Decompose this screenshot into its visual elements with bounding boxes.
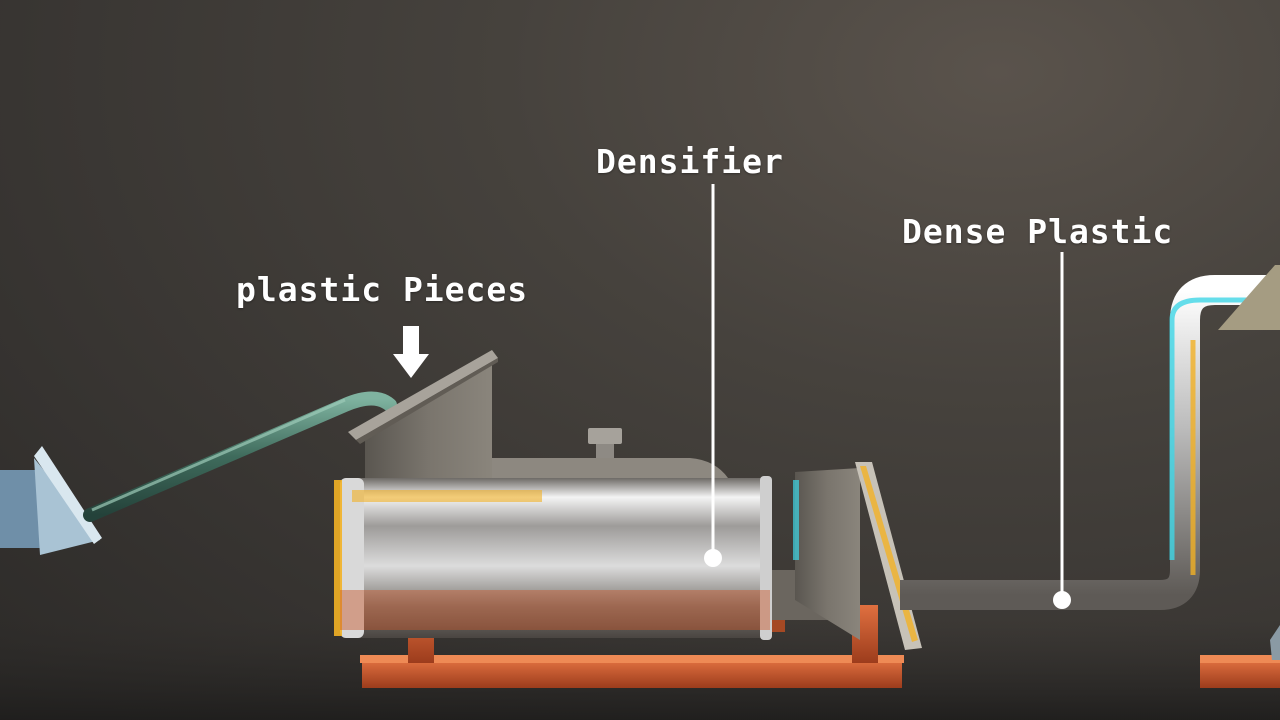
- dense-plastic-label: Dense Plastic: [902, 212, 1174, 251]
- output-pipe: [900, 265, 1280, 660]
- feed-pipe: [83, 391, 397, 522]
- densifier-barrel: [334, 476, 772, 640]
- hopper: [348, 350, 498, 490]
- densifier-label: Densifier: [596, 142, 784, 181]
- left-feeder: [0, 446, 102, 555]
- barrel-top: [492, 428, 728, 478]
- plastic-pieces-label: plastic Pieces: [236, 270, 529, 309]
- down-arrow-icon: [393, 326, 429, 378]
- callout-lines: [704, 184, 1071, 609]
